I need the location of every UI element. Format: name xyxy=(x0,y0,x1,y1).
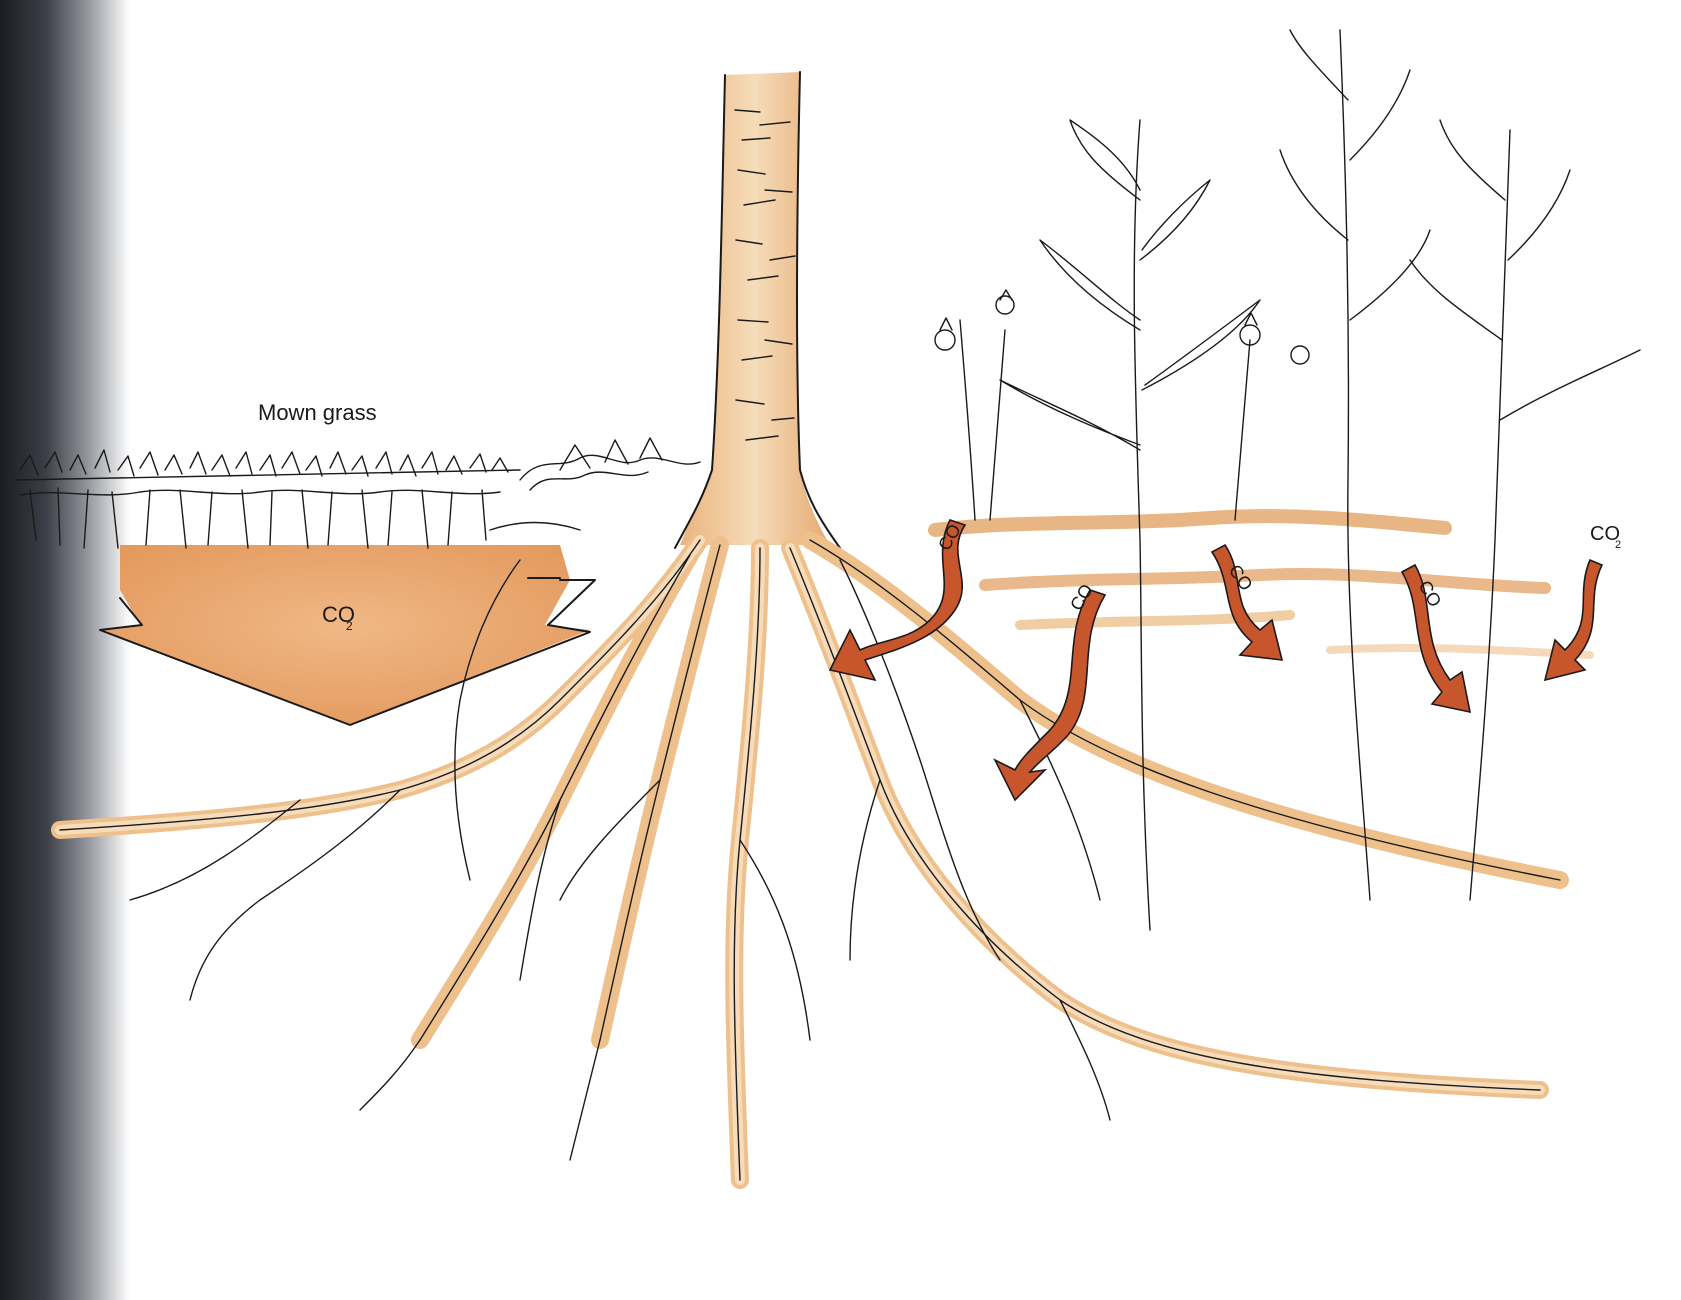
co2-arrow-3 xyxy=(1212,545,1282,660)
ground-shrubs xyxy=(520,438,700,490)
mown-grass-label: Mown grass xyxy=(258,400,377,425)
svg-text:2: 2 xyxy=(1615,539,1621,551)
co2-arrows xyxy=(830,520,1602,800)
tree-trunk xyxy=(675,72,840,548)
co2-arrow-5 xyxy=(1545,560,1602,680)
weed-plants xyxy=(935,30,1640,930)
mown-grass xyxy=(15,450,520,548)
co2-right-label: CO 2 xyxy=(1590,523,1621,551)
svg-text:2: 2 xyxy=(346,619,353,633)
co2-lawn-area xyxy=(100,545,595,725)
